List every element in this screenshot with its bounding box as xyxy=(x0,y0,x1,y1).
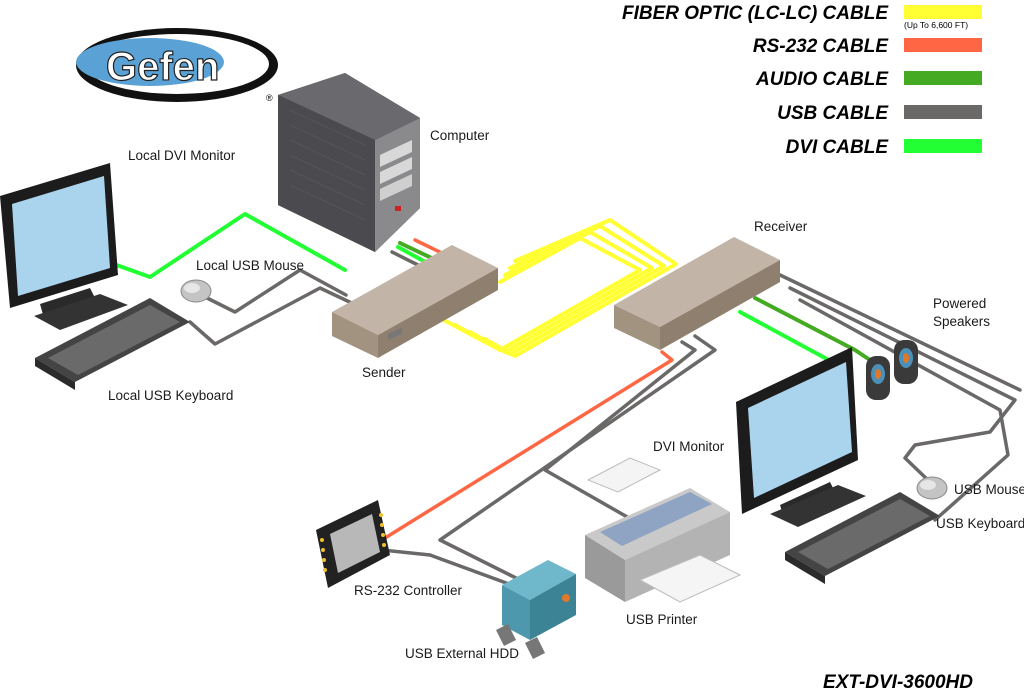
receiver-unit xyxy=(614,237,780,350)
local-dvi-monitor xyxy=(0,163,128,330)
usb-printer xyxy=(585,457,742,603)
powered-speakers xyxy=(866,340,918,400)
label-sender: Sender xyxy=(362,365,406,380)
legend-swatch xyxy=(904,139,982,153)
usb-keyboard xyxy=(785,492,940,584)
label-powered-speakers-line1: Powered xyxy=(933,296,986,311)
legend-swatch xyxy=(904,5,982,19)
legend-swatch xyxy=(904,71,982,85)
label-rs232-controller: RS-232 Controller xyxy=(354,583,463,598)
label-usb-mouse: USB Mouse xyxy=(954,482,1024,497)
legend-label: USB CABLE xyxy=(777,103,889,124)
usb-mouse xyxy=(916,476,948,500)
rs232-controller xyxy=(316,500,390,588)
label-local-dvi-monitor: Local DVI Monitor xyxy=(128,148,236,163)
legend-note: (Up To 6,600 FT) xyxy=(904,20,968,30)
usb-external-hdd xyxy=(496,560,576,659)
label-local-usb-keyboard: Local USB Keyboard xyxy=(108,388,233,403)
legend-label: AUDIO CABLE xyxy=(755,69,889,90)
local-usb-keyboard xyxy=(35,298,190,390)
computer-tower xyxy=(278,73,420,252)
label-computer: Computer xyxy=(430,128,490,143)
legend-item: FIBER OPTIC (LC-LC) CABLE (Up To 6,600 FT… xyxy=(622,3,982,30)
label-local-usb-mouse: Local USB Mouse xyxy=(196,258,304,273)
device-labels: Computer Local DVI Monitor Local USB Mou… xyxy=(108,128,1024,661)
local-usb-mouse xyxy=(180,279,212,303)
legend-item: DVI CABLE xyxy=(786,137,982,158)
gefen-logo: Gefen ® xyxy=(76,28,278,103)
label-receiver: Receiver xyxy=(754,219,808,234)
brand-name: Gefen xyxy=(106,45,219,89)
legend-swatch xyxy=(904,105,982,119)
label-powered-speakers-line2: Speakers xyxy=(933,314,990,329)
sender-unit xyxy=(332,245,498,358)
legend-swatch xyxy=(904,38,982,52)
label-usb-keyboard: USB Keyboard xyxy=(936,516,1024,531)
label-usb-external-hdd: USB External HDD xyxy=(405,646,519,661)
label-usb-printer: USB Printer xyxy=(626,612,698,627)
legend-label: RS-232 CABLE xyxy=(753,36,889,57)
legend-item: AUDIO CABLE xyxy=(755,69,982,90)
legend-item: USB CABLE xyxy=(777,103,982,124)
fiber-cables xyxy=(438,218,678,358)
cable-legend: FIBER OPTIC (LC-LC) CABLE (Up To 6,600 FT… xyxy=(622,3,982,158)
legend-item: RS-232 CABLE xyxy=(753,36,982,57)
label-dvi-monitor: DVI Monitor xyxy=(653,439,725,454)
model-number: EXT-DVI-3600HD xyxy=(823,672,973,693)
legend-label: FIBER OPTIC (LC-LC) CABLE xyxy=(622,3,889,24)
registered-mark: ® xyxy=(266,93,273,103)
legend-label: DVI CABLE xyxy=(786,137,890,158)
dvi-monitor xyxy=(736,347,866,527)
